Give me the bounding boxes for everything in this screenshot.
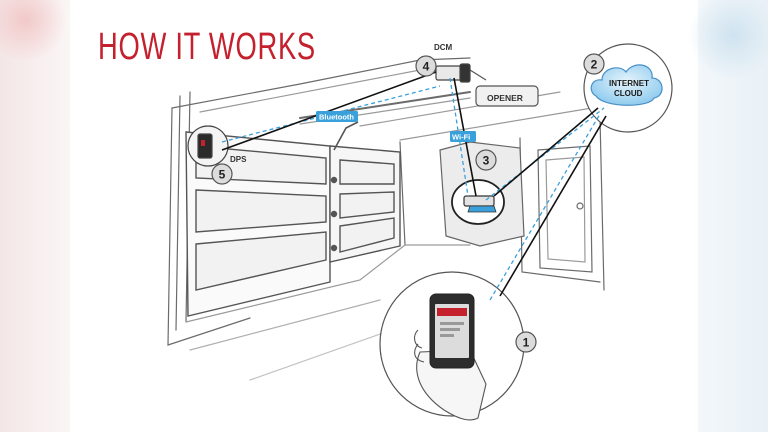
step-badge-4: 4: [423, 60, 430, 74]
step-badge-2: 2: [591, 58, 598, 72]
dcm-module: [435, 63, 471, 83]
cloud-label-line1: INTERNET: [609, 79, 649, 88]
page-title: HOW IT WORKS: [98, 26, 316, 68]
bluetooth-tag-bg: [316, 111, 358, 122]
connection-router-cloud: [493, 107, 599, 197]
connection-phone-cloud: [499, 115, 607, 297]
smartphone-hand: [379, 271, 525, 421]
dps-label: DPS: [230, 155, 247, 164]
router-cutout: [439, 141, 525, 247]
connection-router-cloud-dashed: [485, 107, 605, 201]
dps-sensor: [187, 125, 229, 167]
cloud-label-line2: CLOUD: [614, 89, 643, 98]
opener-unit: [469, 69, 539, 107]
opener-label: OPENER: [487, 93, 523, 103]
step-badge-3: 3: [483, 154, 490, 168]
internet-cloud: [583, 43, 673, 133]
background-blur-right: [688, 0, 768, 80]
wifi-label: Wi-Fi: [452, 133, 470, 142]
step-badges: 1 2 3 4 5: [211, 53, 605, 353]
step-badge-5: 5: [219, 168, 226, 182]
wifi-tag-bg: [450, 131, 476, 142]
step-badge-1: 1: [523, 336, 530, 350]
dcm-label: DCM: [434, 43, 453, 52]
connection-phone-cloud-dashed: [489, 113, 601, 301]
bluetooth-label: Bluetooth: [319, 113, 354, 122]
